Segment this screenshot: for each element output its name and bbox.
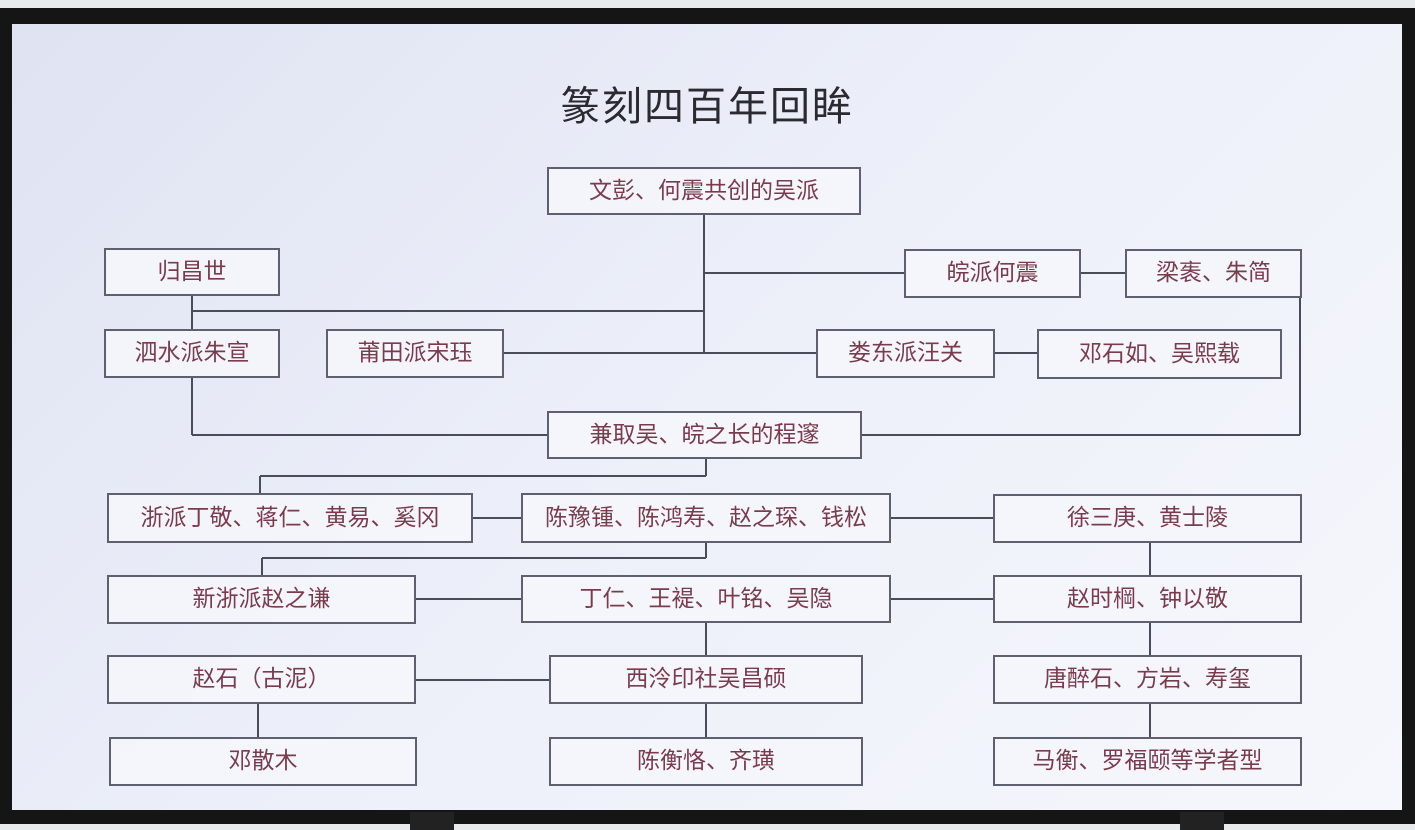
tv-stand-left — [410, 812, 454, 830]
node-cheng-sui: 兼取吴、皖之长的程邃 — [547, 411, 862, 459]
node-wan-pai: 皖派何震 — [904, 249, 1081, 298]
node-chen-yuzhong: 陈豫锺、陈鸿寿、赵之琛、钱松 — [521, 493, 891, 543]
node-zhe-pai: 浙派丁敬、蒋仁、黄易、奚冈 — [107, 493, 473, 543]
node-xinzhe-pai: 新浙派赵之谦 — [107, 575, 416, 624]
node-deng-sanmu: 邓散木 — [109, 737, 417, 786]
node-sishui-pai: 泗水派朱宣 — [104, 329, 280, 378]
node-xu-huang: 徐三庚、黄士陵 — [993, 494, 1302, 543]
node-wu-pai: 文彭、何震共创的吴派 — [547, 167, 861, 215]
node-gui-changshi: 归昌世 — [104, 248, 280, 296]
node-loudong-pai: 娄东派汪关 — [816, 329, 995, 378]
node-zhao-shi: 赵石（古泥） — [107, 655, 416, 704]
slide-title: 篆刻四百年回眸 — [560, 84, 854, 130]
node-tang-fang: 唐醉石、方岩、寿玺 — [993, 655, 1302, 704]
node-putian-pai: 莆田派宋珏 — [326, 329, 504, 378]
node-xiling: 西泠印社吴昌硕 — [549, 655, 863, 704]
node-ma-luo: 马衡、罗福颐等学者型 — [993, 737, 1302, 786]
node-zhao-zhong: 赵时棡、钟以敬 — [993, 575, 1302, 623]
tv-frame: 篆刻四百年回眸 — [0, 8, 1415, 824]
tv-stand-right — [1180, 812, 1224, 830]
node-ding-ren: 丁仁、王褆、叶铭、吴隐 — [521, 575, 891, 623]
node-chen-qi: 陈衡恪、齐璜 — [549, 737, 863, 786]
node-deng-wu: 邓石如、吴熙载 — [1037, 329, 1282, 379]
connector-lines — [191, 215, 1301, 737]
node-liang-zhu: 梁袠、朱简 — [1125, 249, 1302, 298]
presentation-slide: 篆刻四百年回眸 — [12, 24, 1402, 810]
